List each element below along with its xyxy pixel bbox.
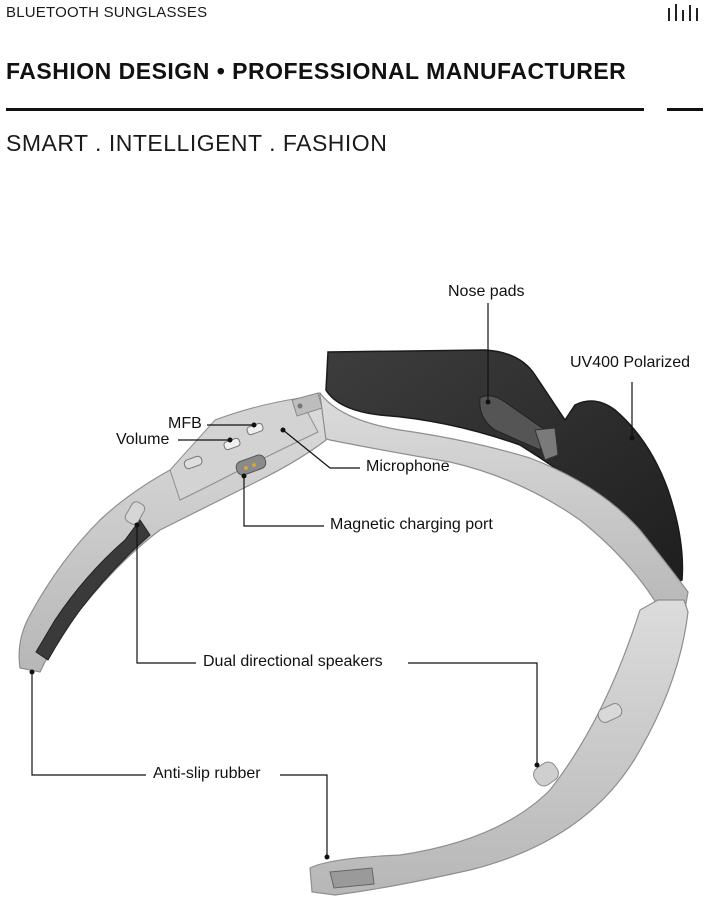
sunglasses-illustration — [18, 303, 689, 896]
callout-microphone: Microphone — [366, 458, 450, 475]
callout-volume: Volume — [116, 431, 170, 448]
leader-charging — [243, 476, 324, 527]
leader-speakers-right — [408, 662, 538, 765]
divider-rule-short — [667, 108, 703, 111]
callout-dual-directional-speakers: Dual directional speakers — [203, 653, 383, 670]
tagline: SMART . INTELLIGENT . FASHION — [6, 130, 388, 156]
leader-microphone — [282, 429, 360, 469]
callout-nose-pads: Nose pads — [448, 283, 525, 300]
headline: FASHION DESIGN • PROFESSIONAL MANUFACTUR… — [6, 58, 627, 84]
leader-anti-slip-left — [31, 672, 146, 776]
brand-title: BLUETOOTH SUNGLASSES — [6, 4, 208, 21]
callout-anti-slip-rubber: Anti-slip rubber — [153, 765, 261, 782]
leader-anti-slip-right — [280, 774, 328, 857]
divider-rule — [6, 108, 644, 111]
leader-speakers-left — [136, 525, 196, 664]
callout-mfb: MFB — [168, 415, 202, 432]
right-temple — [309, 599, 689, 896]
callout-uv400-polarized: UV400 Polarized — [570, 354, 691, 371]
brand-logo-icon — [668, 4, 698, 21]
callout-magnetic-charging-port: Magnetic charging port — [330, 516, 493, 533]
anti-slip-rubber — [35, 519, 151, 661]
